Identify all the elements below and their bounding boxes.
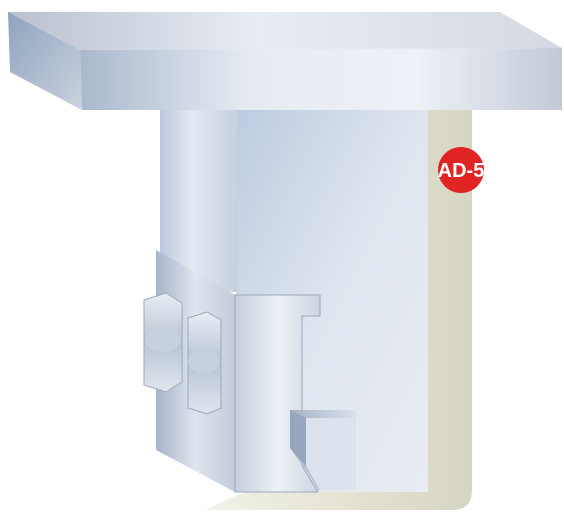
ad-5-badge: AD-5 [438, 147, 485, 193]
hex-nut-right [188, 312, 221, 414]
top-plate-front-face [80, 48, 562, 110]
hex-nut-left [144, 293, 182, 392]
top-plate-top-face [8, 12, 562, 50]
badge-label: AD-5 [438, 160, 485, 182]
